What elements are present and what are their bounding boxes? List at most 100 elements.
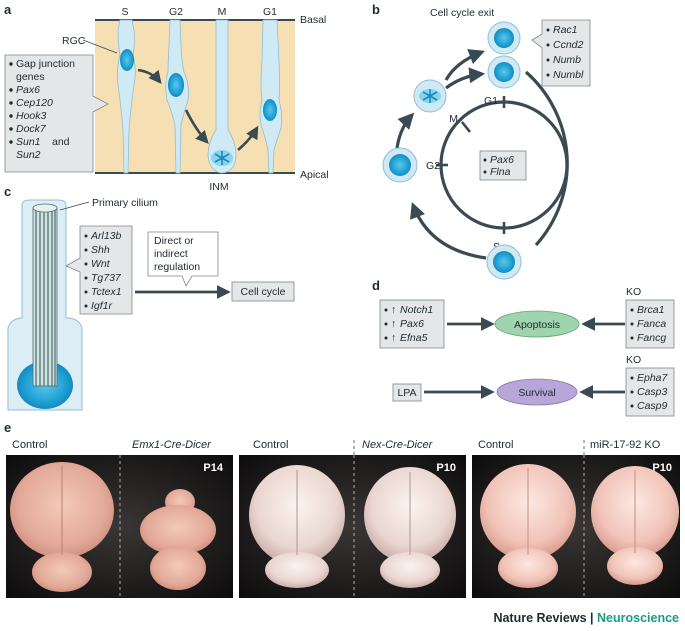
exit-gene: Numb (553, 54, 581, 66)
exit-arrow-down (445, 67, 486, 90)
panel-b: b Cell cycle exit G1 M G2 S Pax6 Flna Ra… (372, 2, 591, 280)
cell-mitotic (413, 79, 447, 113)
panel-b-letter: b (372, 2, 380, 17)
gene-item: Sun2 (16, 149, 41, 161)
primary-cilium-label: Primary cilium (92, 197, 158, 209)
cilium-gene: Igf1r (91, 300, 113, 312)
outer-cycle-arc-left (410, 202, 487, 260)
regulation-line: Direct or (154, 235, 194, 247)
exit-gene: Rac1 (553, 24, 578, 36)
gene-item: Hook3 (16, 110, 47, 122)
inm-arrow-3 (237, 125, 259, 151)
regulation-line: indirect (154, 248, 188, 260)
cilium-gene: Tg737 (91, 272, 122, 284)
cell-s (486, 244, 522, 280)
credit-separator: | (590, 611, 594, 625)
group3-control-label: Control (478, 439, 513, 451)
up-arrow-symbol: ↑ (391, 304, 396, 316)
phase-label-g1: G1 (263, 6, 277, 18)
outer-arrow-to-m (395, 112, 415, 149)
group2-mutant-label: Nex-Cre-Dicer (362, 439, 434, 451)
up-arrow-symbol: ↑ (391, 318, 396, 330)
cilium-gene: Wnt (91, 258, 111, 270)
gene-gap-junction: Gap junction (16, 58, 75, 70)
rgc-label: RGC (62, 35, 86, 47)
exit-genes-box (531, 19, 591, 87)
up-gene: Notch1 (400, 304, 433, 316)
cell-exit-bottom (487, 55, 521, 89)
ko1-genes-box (625, 299, 675, 349)
up-gene: Efna5 (400, 332, 428, 344)
cilium-pointer (59, 201, 90, 211)
panel-c: c Primary cilium Arl13b Shh Wnt Tg737 Tc… (4, 184, 295, 411)
inm-arrow-2 (184, 109, 209, 144)
group1-control-label: Control (12, 439, 47, 451)
brain-mutant-1 (140, 489, 216, 590)
inm-label: INM (209, 181, 228, 193)
rgc-pointer (82, 39, 118, 54)
rgc-cell-m (207, 19, 237, 174)
panel-a: a S G2 M G1 Basal Apical INM (4, 2, 329, 193)
group2-control-label: Control (253, 439, 288, 451)
ko2-genes-box (625, 367, 675, 417)
basal-label: Basal (300, 14, 326, 26)
cilium-gene: Arl13b (90, 230, 122, 242)
group3-age: P10 (652, 462, 672, 474)
ko1-gene: Brca1 (637, 304, 664, 316)
group1-mutant-label: Emx1-Cre-Dicer (132, 439, 212, 451)
cell-cycle-label: Cell cycle (241, 286, 286, 298)
brain-control-2 (249, 465, 345, 588)
apoptosis-ellipse (494, 310, 580, 338)
rgc-cell-s (116, 19, 136, 174)
panel-e-letter: e (4, 420, 11, 435)
group1-age: P14 (203, 462, 223, 474)
regulation-callout (147, 231, 219, 287)
ko1-gene: Fancg (637, 332, 666, 344)
gene-and-text: and (52, 136, 70, 148)
cilium-genes-box (65, 225, 133, 315)
journal-name: Nature Reviews (493, 611, 587, 625)
phase-m-label: M (449, 113, 458, 125)
ko2-label: KO (626, 354, 641, 366)
cilium-axoneme (32, 203, 58, 387)
exit-arrow-up (444, 49, 485, 81)
center-gene: Flna (490, 166, 511, 178)
panel-c-letter: c (4, 184, 11, 199)
ko1-gene: Fanca (637, 318, 666, 330)
brain-control-3 (480, 464, 576, 588)
genes-callout-box (4, 54, 109, 173)
outer-cycle-arc-right (524, 70, 569, 247)
exit-gene: Numbl (553, 69, 584, 81)
panel-d: d ↑Notch1 ↑Pax6 ↑Efna5 Apoptosis KO Brca… (372, 278, 675, 417)
panel-a-letter: a (4, 2, 12, 17)
journal-credit: Nature Reviews | Neuroscience (493, 611, 679, 625)
up-arrow-symbol: ↑ (391, 332, 396, 344)
rgc-cell-g2 (165, 19, 189, 174)
ko2-gene: Casp9 (637, 400, 668, 412)
gene-item: Cep120 (16, 97, 53, 109)
group2-age: P10 (436, 462, 456, 474)
journal-section: Neuroscience (597, 611, 679, 625)
phase-label-s: S (121, 6, 128, 18)
survival-ellipse (496, 378, 578, 406)
phase-g1-label: G1 (484, 95, 498, 107)
gene-gap-junction-2: genes (16, 71, 45, 83)
lpa-label: LPA (397, 387, 416, 399)
phase-label-m: M (218, 6, 227, 18)
phase-label-g2: G2 (169, 6, 183, 18)
ko2-gene: Casp3 (637, 386, 668, 398)
brain-mutant-2 (364, 467, 456, 588)
apoptosis-label: Apoptosis (514, 319, 560, 331)
center-genes-box (479, 150, 527, 181)
brain-control-1 (10, 462, 114, 592)
phase-g2-label: G2 (426, 160, 440, 172)
ko2-gene: Epha7 (637, 372, 669, 384)
regulation-line: regulation (154, 261, 200, 273)
center-gene: Pax6 (490, 154, 514, 166)
lpa-box (392, 383, 422, 402)
gene-item: Sun1 (16, 136, 41, 148)
apical-label: Apical (300, 169, 329, 181)
rgc-cell-g1 (259, 19, 283, 174)
exit-gene: Ccnd2 (553, 39, 584, 51)
